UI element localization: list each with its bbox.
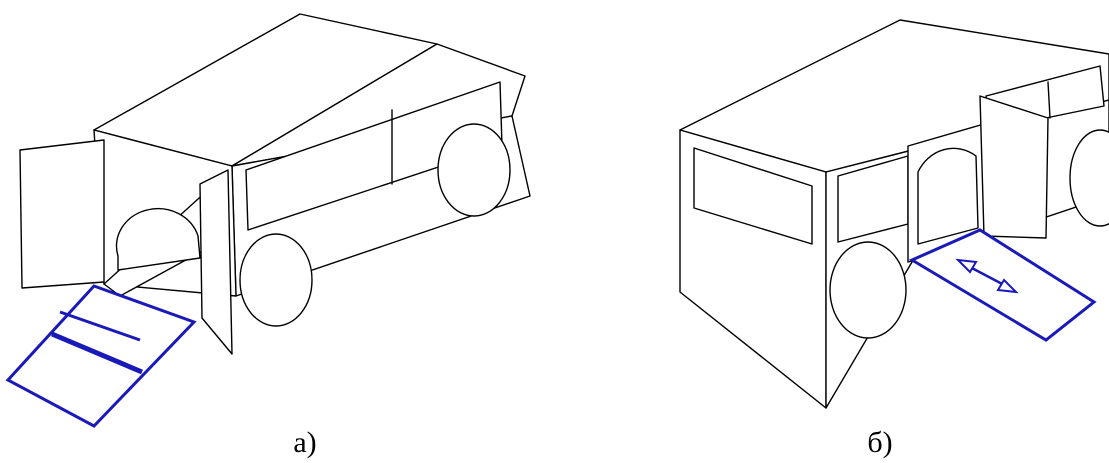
panel-b-rear-wheel bbox=[829, 241, 907, 339]
panel-b-caption: б) bbox=[867, 426, 892, 459]
panel-b-rear-window bbox=[693, 147, 813, 245]
panel-b-ramp-arrow-shaft bbox=[967, 264, 1007, 288]
panel-a-van-body bbox=[93, 13, 531, 297]
panel-b-front-wheel bbox=[1069, 129, 1109, 227]
panel-b-ramp-arrow-head-right bbox=[996, 278, 1019, 294]
panel-a-left-rear-door bbox=[19, 139, 105, 289]
panel-a-front-wheel bbox=[437, 123, 511, 217]
panel-b-ramp bbox=[908, 228, 1097, 342]
panel-b-ramp-arrow-head-left bbox=[955, 258, 978, 274]
panel-a-right-rear-door bbox=[199, 169, 233, 355]
panel-a-rear-wheel bbox=[239, 233, 313, 327]
panel-a-ramp-seam bbox=[59, 310, 141, 342]
panel-b-open-side-door bbox=[979, 95, 1049, 239]
panel-a-ramp-hinge bbox=[51, 331, 143, 375]
panel-b-window-divider bbox=[1047, 81, 1051, 119]
panel-a: а) bbox=[5, 13, 531, 459]
panel-a-ramp bbox=[5, 284, 197, 428]
panel-a-caption: а) bbox=[293, 426, 316, 459]
panel-b: б) bbox=[679, 19, 1109, 459]
panel-a-wheel-arch bbox=[115, 207, 201, 271]
panel-b-wheel-arch bbox=[917, 147, 979, 245]
